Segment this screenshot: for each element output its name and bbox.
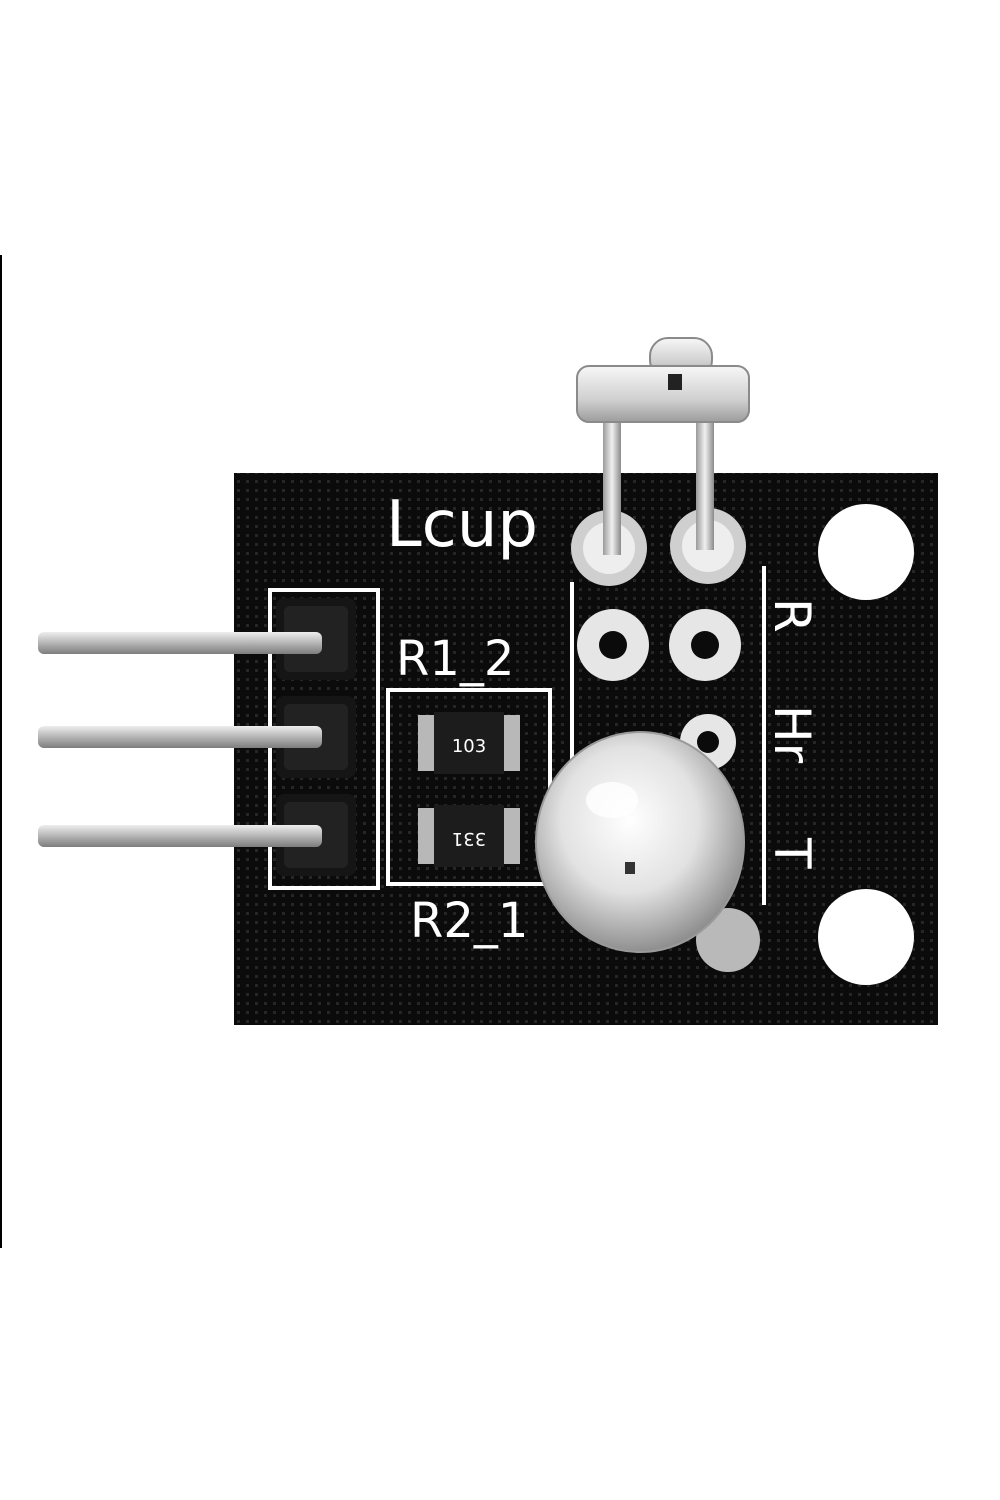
label-t: T [763, 837, 821, 869]
label-r: R [763, 598, 821, 633]
mounting-hole-bottom [818, 889, 914, 985]
label-r1: R1_2 [396, 631, 514, 687]
plated-holes [577, 609, 741, 770]
label-r2: R2_1 [410, 893, 528, 949]
header-pins [38, 632, 322, 847]
photo-sensor [576, 337, 750, 423]
resistor-r2 [418, 805, 520, 867]
sensor-leg-left [603, 405, 621, 555]
header-pin-1 [38, 632, 322, 654]
resistor-r1-code: 103 [452, 736, 486, 757]
header-pin-2 [38, 726, 322, 748]
mounting-hole-top [818, 504, 914, 600]
label-lcup: Lcup [386, 488, 538, 562]
resistor-r1 [418, 712, 520, 774]
resistor-r2-code: 331 [452, 828, 486, 849]
header-pin-3 [38, 825, 322, 847]
infrared-led [535, 731, 760, 972]
label-hr: Hr [763, 705, 821, 764]
sensor-leg-right [696, 405, 714, 550]
